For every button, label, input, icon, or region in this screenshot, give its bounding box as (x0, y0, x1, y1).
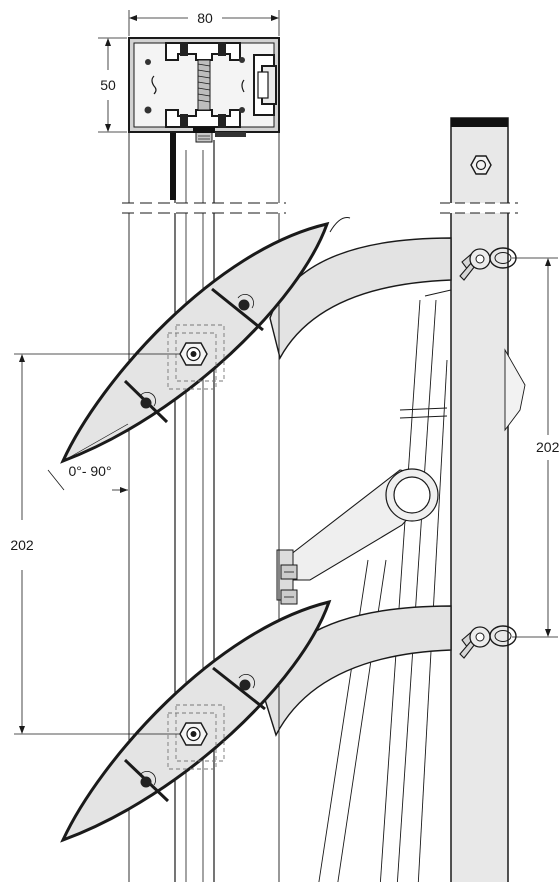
dimension-height-label: 50 (100, 77, 116, 93)
dimension-right-spacing-line (512, 257, 558, 638)
curved-arm-upper (269, 217, 452, 360)
post-nut-icon (470, 155, 492, 175)
dimension-right-spacing-label: 202 (536, 439, 560, 455)
dimension-width-line (128, 10, 280, 36)
wing-nut-lower-icon (459, 625, 517, 659)
rivet-icon (139, 294, 254, 409)
profile-cross-section (128, 37, 280, 143)
dimension-width-label: 80 (197, 10, 213, 26)
dimension-height-line (98, 37, 127, 133)
dimension-left-spacing-label: 202 (10, 537, 34, 553)
right-post (438, 117, 520, 882)
hinge-bracket (276, 468, 439, 605)
rotating-blade-lower (60, 599, 332, 843)
pivot-nut-icon (179, 342, 208, 366)
angle-range-label: 0°- 90° (68, 463, 111, 479)
bolt-icon (280, 564, 298, 605)
pivot-nut-icon (179, 722, 208, 746)
rivet-icon (139, 674, 255, 788)
angle-range-indicator (47, 469, 128, 493)
post-end-cap (451, 118, 508, 127)
wing-nut-upper-icon (459, 247, 517, 281)
dimension-left-spacing-line (14, 353, 180, 735)
hinge-hole (393, 476, 431, 514)
rotating-blade-upper (60, 221, 330, 464)
